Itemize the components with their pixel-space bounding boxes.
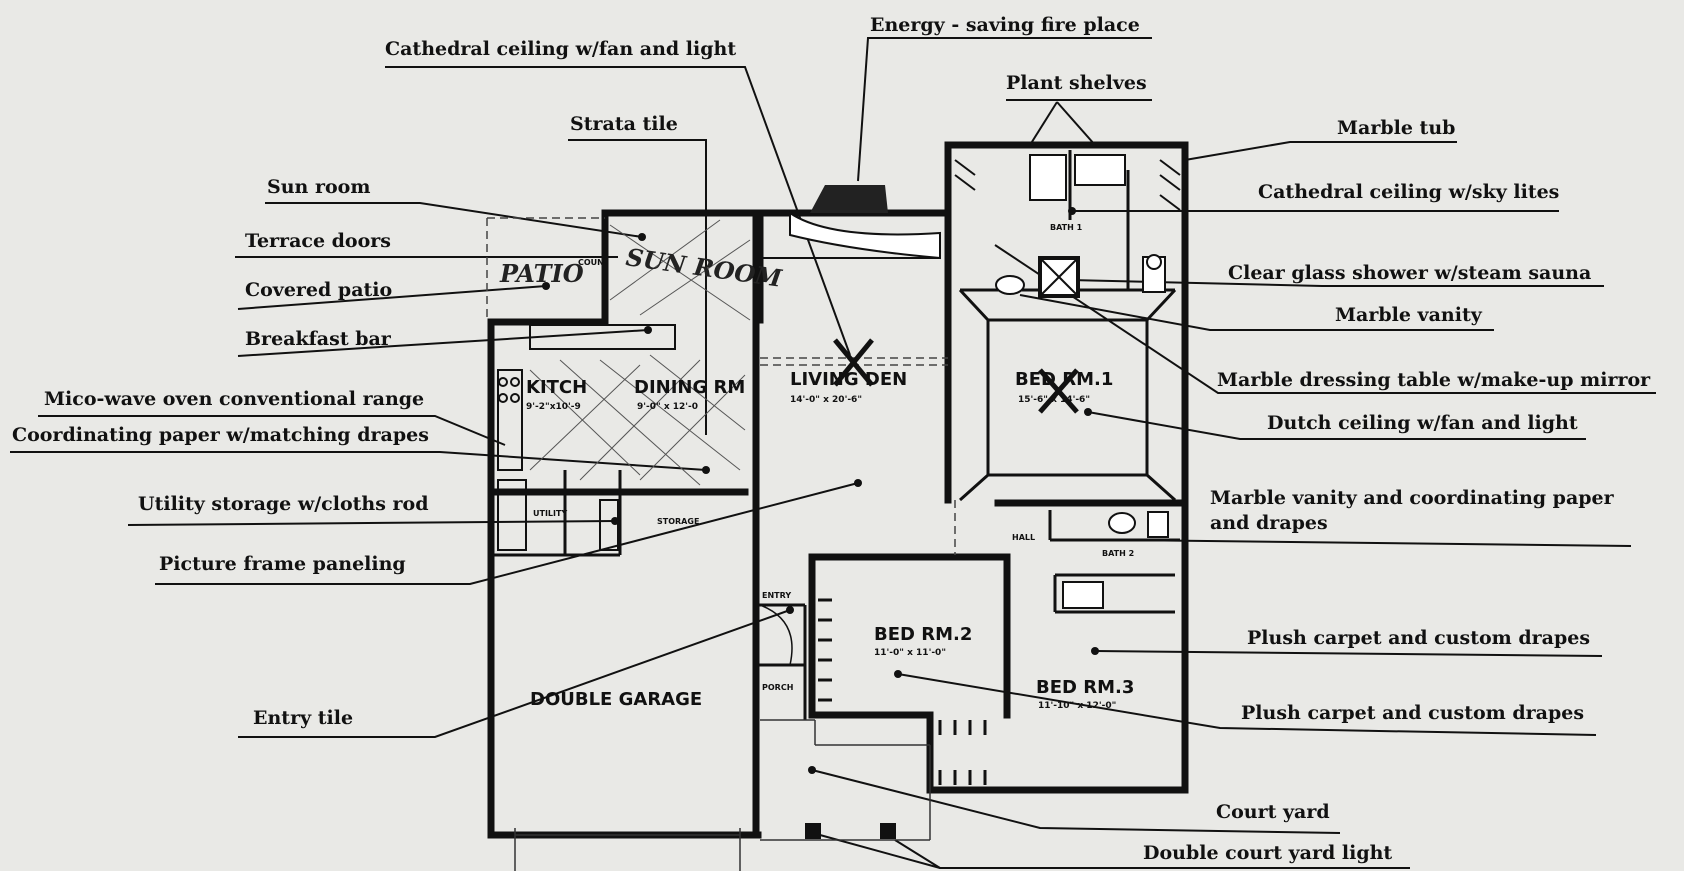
- room-patio: PATIO: [499, 259, 584, 288]
- leader-microwave: [38, 415, 506, 446]
- leader-breakfast: [237, 329, 649, 357]
- court-light-right: [880, 823, 896, 839]
- court-light-left: [805, 823, 821, 839]
- room-living: LIVING DEN: [790, 369, 907, 390]
- callout-cathedral-fan: Cathedral ceiling w/fan and light: [385, 38, 737, 60]
- callout-clear-glass: Clear glass shower w/steam sauna: [1228, 262, 1592, 284]
- callout-marble-tub: Marble tub: [1337, 117, 1456, 139]
- entry-door-swing: [759, 604, 793, 666]
- callout-sun-room: Sun room: [267, 176, 371, 198]
- leader-marble-vanity-coord: [1119, 539, 1632, 547]
- callout-utility-storage: Utility storage w/cloths rod: [138, 493, 429, 515]
- dim-dining: 9'-0" x 12'-0: [637, 402, 698, 412]
- dim-bed1: 15'-6" x 14'-6": [1018, 395, 1090, 405]
- bath1-fixtures: [995, 154, 1166, 298]
- callout-marble-vanity-coord-1: Marble vanity and coordinating paper: [1210, 487, 1614, 509]
- leader-utility: [127, 520, 616, 526]
- leader-strata: [568, 139, 707, 435]
- callout-marble-vanity: Marble vanity: [1335, 304, 1482, 326]
- closet-hatch: [818, 598, 987, 785]
- leader-sun-room: [265, 202, 643, 238]
- callout-picture-frame: Picture frame paneling: [159, 553, 406, 575]
- callout-breakfast-bar: Breakfast bar: [245, 328, 391, 350]
- leader-marble-vanity: [1019, 294, 1494, 331]
- leader-entry-tile: [238, 609, 791, 738]
- callout-dutch-ceiling: Dutch ceiling w/fan and light: [1267, 412, 1578, 434]
- callout-covered-patio: Covered patio: [245, 279, 393, 301]
- label-hall: HALL: [1012, 533, 1035, 542]
- room-garage: DOUBLE GARAGE: [530, 689, 702, 710]
- callout-energy-fireplace: Energy - saving fire place: [870, 14, 1140, 36]
- label-entry: ENTRY: [762, 591, 791, 600]
- leader-plant-shelves-b: [1056, 101, 1096, 146]
- leader-plush-1: [1094, 650, 1603, 657]
- label-utility: UTILITY: [533, 509, 567, 518]
- bath2-fixtures: [1062, 511, 1169, 609]
- leader-picture-frame: [155, 482, 859, 585]
- dim-bed3: 11'-10" x 12'-0": [1038, 701, 1116, 711]
- callout-plant-shelves: Plant shelves: [1006, 72, 1147, 94]
- leader-patio: [237, 285, 547, 310]
- callout-plush-1: Plush carpet and custom drapes: [1247, 627, 1591, 649]
- tile-hatch: [529, 219, 751, 486]
- callout-strata-tile: Strata tile: [570, 113, 678, 135]
- room-dining: DINING RM: [634, 377, 745, 398]
- ceiling-fan-marks: [833, 338, 1079, 414]
- leader-coordinating: [10, 451, 707, 471]
- court-yard-outline: [514, 719, 931, 871]
- kitchen-cabinets: [497, 324, 676, 551]
- label-bath2: BATH 2: [1102, 549, 1134, 558]
- label-coun: COUN: [578, 258, 604, 267]
- plant-shelf-hatch: [954, 159, 1181, 211]
- leader-dutch: [1087, 411, 1586, 440]
- callout-terrace-doors: Terrace doors: [245, 230, 391, 252]
- dim-living: 14'-0" x 20'-6": [790, 395, 862, 405]
- callout-coordinating-paper: Coordinating paper w/matching drapes: [12, 424, 429, 446]
- room-bed3: BED RM.3: [1036, 677, 1134, 698]
- label-storage: STORAGE: [657, 517, 699, 526]
- leader-dots: [542, 207, 1099, 774]
- room-bed1: BED RM.1: [1015, 369, 1113, 390]
- leader-marble-tub: [1184, 141, 1457, 161]
- room-bed2: BED RM.2: [874, 624, 972, 645]
- callout-double-court-light: Double court yard light: [1143, 842, 1393, 864]
- callout-entry-tile: Entry tile: [253, 707, 354, 729]
- callout-microwave: Mico-wave oven conventional range: [44, 388, 425, 410]
- callout-marble-dressing: Marble dressing table w/make-up mirror: [1217, 369, 1651, 391]
- walls: [487, 141, 1189, 839]
- callout-marble-vanity-coord-2: and drapes: [1210, 512, 1328, 534]
- room-kitch: KITCH: [526, 377, 587, 398]
- leader-plant-shelves-a: [1029, 101, 1058, 146]
- leader-court-yard: [811, 769, 1341, 834]
- label-porch: PORCH: [762, 683, 793, 692]
- fireplace: [760, 185, 941, 260]
- label-bath1: BATH 1: [1050, 223, 1083, 232]
- leader-lines: [10, 37, 1656, 869]
- callout-plush-2: Plush carpet and custom drapes: [1241, 702, 1585, 724]
- dim-bed2: 11'-0" x 11'-0": [874, 648, 946, 658]
- leader-energy: [857, 37, 1152, 182]
- callout-court-yard: Court yard: [1216, 801, 1330, 823]
- callout-cathedral-sky: Cathedral ceiling w/sky lites: [1258, 181, 1560, 203]
- dim-kitch: 9'-2"x10'-9: [526, 402, 581, 412]
